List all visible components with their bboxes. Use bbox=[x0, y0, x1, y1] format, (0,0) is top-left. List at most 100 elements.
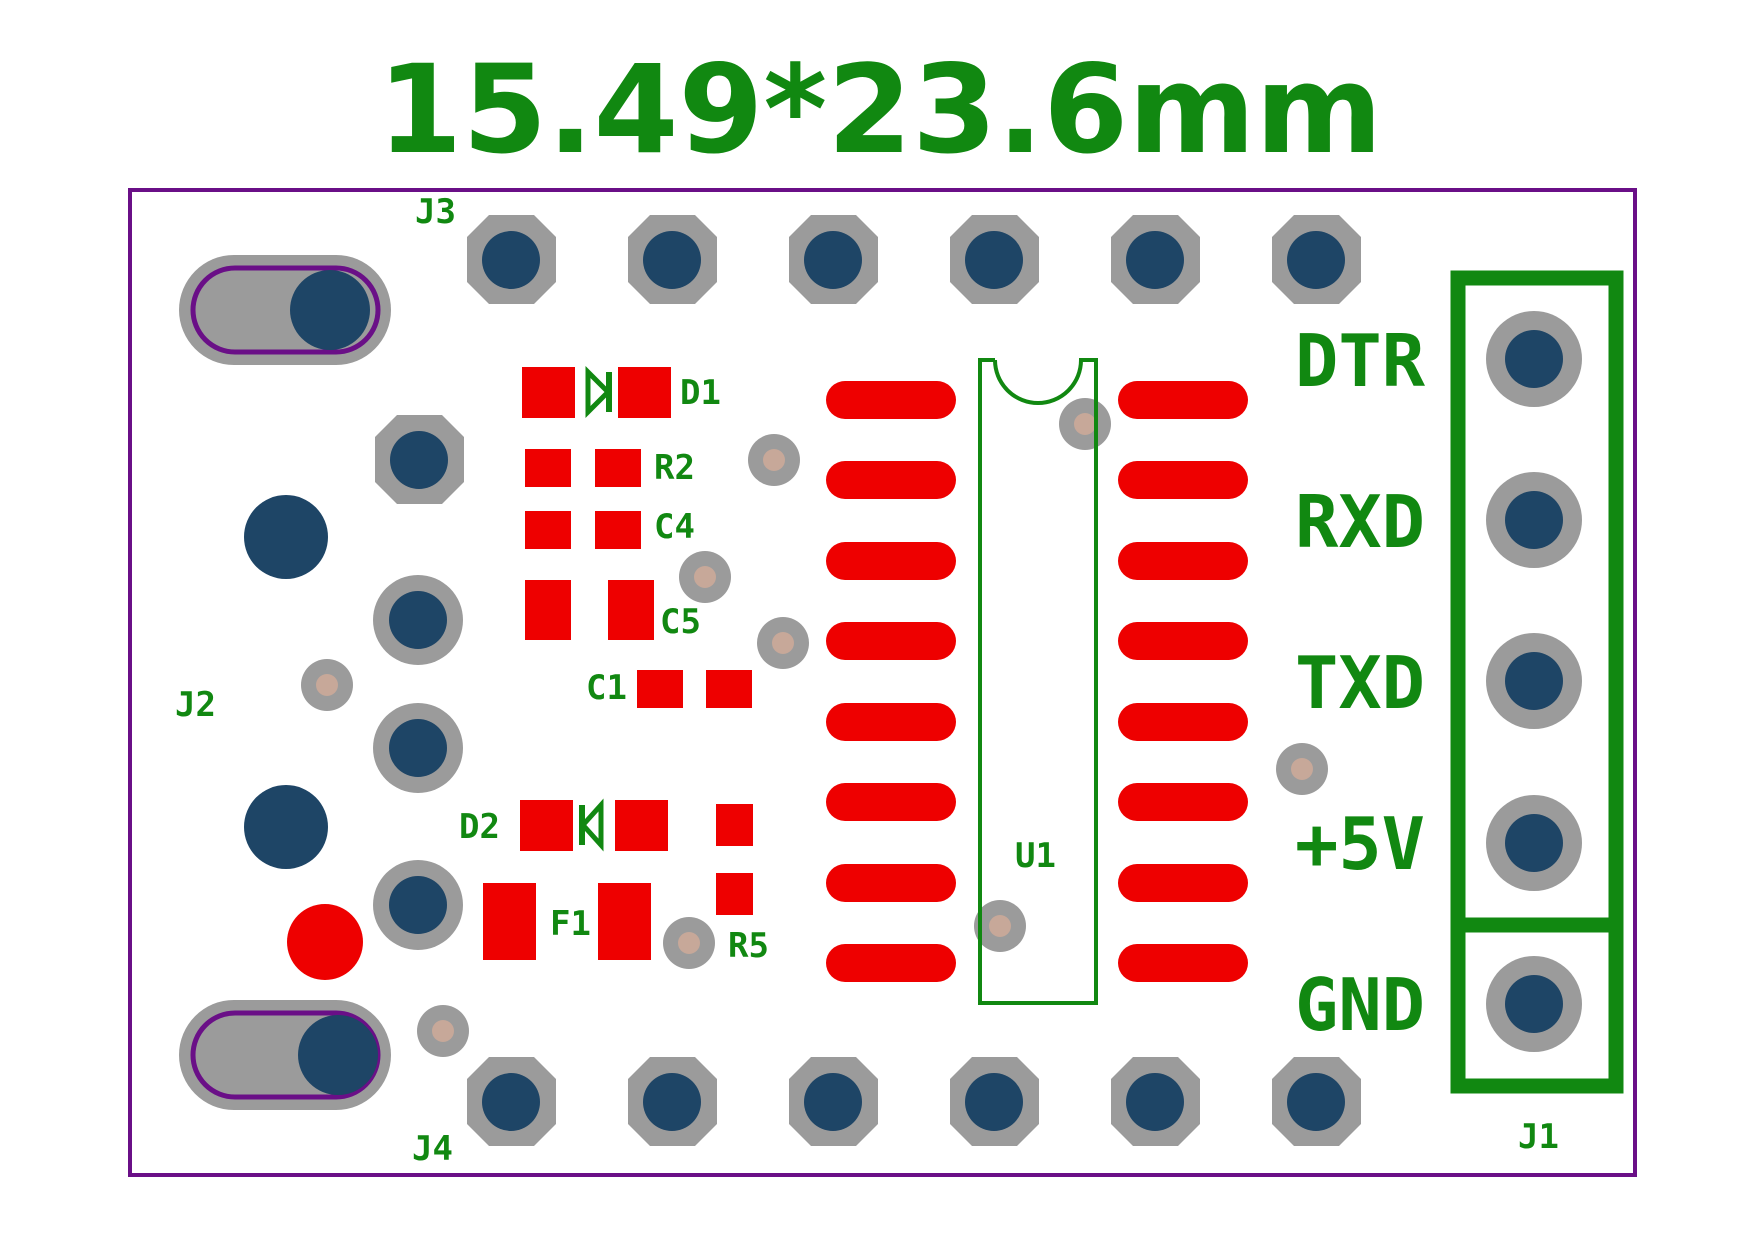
j1-drill-1 bbox=[1505, 330, 1563, 388]
j4-drill-5 bbox=[1126, 1073, 1184, 1131]
d1-pad-1 bbox=[522, 367, 575, 418]
j3-drill-6 bbox=[1287, 231, 1345, 289]
c5-pad-2 bbox=[608, 580, 654, 640]
u1-pad bbox=[1118, 703, 1248, 741]
j4-header-bottom bbox=[467, 1057, 1361, 1146]
via-core bbox=[763, 449, 785, 471]
f1-pad-1 bbox=[483, 883, 536, 960]
r5-pad-2 bbox=[716, 873, 753, 915]
j4-drill-1 bbox=[482, 1073, 540, 1131]
j1-drill-2 bbox=[1505, 491, 1563, 549]
via-core bbox=[316, 674, 338, 696]
j3-header-top bbox=[467, 215, 1361, 304]
j2-drill-square bbox=[390, 431, 448, 489]
u1-pad bbox=[826, 783, 956, 821]
u1-outline bbox=[978, 358, 1098, 1005]
via-core bbox=[989, 915, 1011, 937]
r5-label: R5 bbox=[728, 926, 769, 966]
j2-shield-hole-bottom bbox=[244, 785, 328, 869]
c1-label: C1 bbox=[586, 668, 627, 708]
j1-drill-4 bbox=[1505, 814, 1563, 872]
j2-mounting-slot-bottom bbox=[179, 1000, 391, 1110]
c4-pad-2 bbox=[595, 511, 641, 549]
j3-drill-4 bbox=[965, 231, 1023, 289]
slot-outline-top bbox=[190, 265, 381, 355]
j4-drill-3 bbox=[804, 1073, 862, 1131]
d1-pad-2 bbox=[618, 367, 671, 418]
c4-label: C4 bbox=[654, 507, 695, 547]
u1-pad bbox=[826, 622, 956, 660]
j3-drill-3 bbox=[804, 231, 862, 289]
j2-copper-pad bbox=[287, 904, 363, 980]
j4-label: J4 bbox=[412, 1129, 453, 1169]
vias bbox=[301, 398, 1328, 1057]
slot-drill-top bbox=[290, 270, 370, 350]
via-core bbox=[1074, 413, 1096, 435]
c5-pad-1 bbox=[525, 580, 571, 640]
j1-pins bbox=[1486, 311, 1582, 1052]
via-core bbox=[1291, 758, 1313, 780]
j3-drill-5 bbox=[1126, 231, 1184, 289]
u1-pad bbox=[826, 864, 956, 902]
u1-pad bbox=[1118, 944, 1248, 982]
u1-pad bbox=[1118, 864, 1248, 902]
diode-symbol-icon bbox=[585, 365, 612, 419]
j3-label: J3 bbox=[415, 192, 456, 232]
j2-label: J2 bbox=[175, 685, 216, 725]
j3-drill-1 bbox=[482, 231, 540, 289]
pin-label-txd: TXD bbox=[1295, 641, 1425, 725]
via-core bbox=[432, 1020, 454, 1042]
c4-pad-1 bbox=[525, 511, 571, 549]
u1-pad bbox=[1118, 461, 1248, 499]
u1-pad bbox=[826, 944, 956, 982]
j2-drill-round-2 bbox=[389, 719, 447, 777]
j2-shield-hole-top bbox=[244, 495, 328, 579]
c5-label: C5 bbox=[660, 602, 701, 642]
board-outline bbox=[128, 188, 1637, 1177]
r5-pad-1 bbox=[716, 804, 753, 846]
j2-mounting-slot-top bbox=[179, 255, 391, 365]
u1-pads-left bbox=[826, 381, 956, 982]
u1-pad bbox=[1118, 381, 1248, 419]
via-core bbox=[772, 632, 794, 654]
d2-pad-2 bbox=[615, 800, 668, 851]
d2-pad-1 bbox=[520, 800, 573, 851]
r2-pad-2 bbox=[595, 449, 641, 487]
slot-drill-bottom bbox=[298, 1015, 378, 1095]
j4-drill-6 bbox=[1287, 1073, 1345, 1131]
u1-pad bbox=[1118, 783, 1248, 821]
u1-pad bbox=[826, 461, 956, 499]
u1-label: U1 bbox=[1015, 836, 1056, 876]
pin-label-rxd: RXD bbox=[1295, 480, 1425, 564]
pin-label-dtr: DTR bbox=[1295, 319, 1426, 403]
j2-drill-round-1 bbox=[389, 591, 447, 649]
via-core bbox=[694, 566, 716, 588]
pin-label-gnd: GND bbox=[1295, 963, 1425, 1047]
u1-pad bbox=[826, 381, 956, 419]
via-core bbox=[678, 932, 700, 954]
j4-drill-2 bbox=[643, 1073, 701, 1131]
f1-label: F1 bbox=[550, 904, 591, 944]
u1-pad bbox=[826, 542, 956, 580]
pin-label-5v: +5V bbox=[1295, 802, 1425, 886]
c1-pad-1 bbox=[637, 670, 683, 708]
u1-pad bbox=[826, 703, 956, 741]
u1-pad bbox=[1118, 622, 1248, 660]
j1-outline bbox=[1450, 270, 1624, 1094]
c1-pad-2 bbox=[706, 670, 752, 708]
j1-pin-labels: DTR RXD TXD +5V GND bbox=[1295, 319, 1426, 1047]
u1-pads-right bbox=[1118, 381, 1248, 982]
j3-drill-2 bbox=[643, 231, 701, 289]
j1-drill-3 bbox=[1505, 652, 1563, 710]
j1-drill-5 bbox=[1505, 975, 1563, 1033]
board-dimensions-title: 15.49*23.6mm bbox=[378, 39, 1383, 181]
f1-pad-2 bbox=[598, 883, 651, 960]
d1-label: D1 bbox=[680, 373, 721, 413]
r2-pad-1 bbox=[525, 449, 571, 487]
u1-pad bbox=[1118, 542, 1248, 580]
d2-label: D2 bbox=[459, 807, 500, 847]
j2-drill-round-3 bbox=[389, 876, 447, 934]
r2-label: R2 bbox=[654, 448, 695, 488]
diode-symbol-icon bbox=[579, 798, 604, 852]
